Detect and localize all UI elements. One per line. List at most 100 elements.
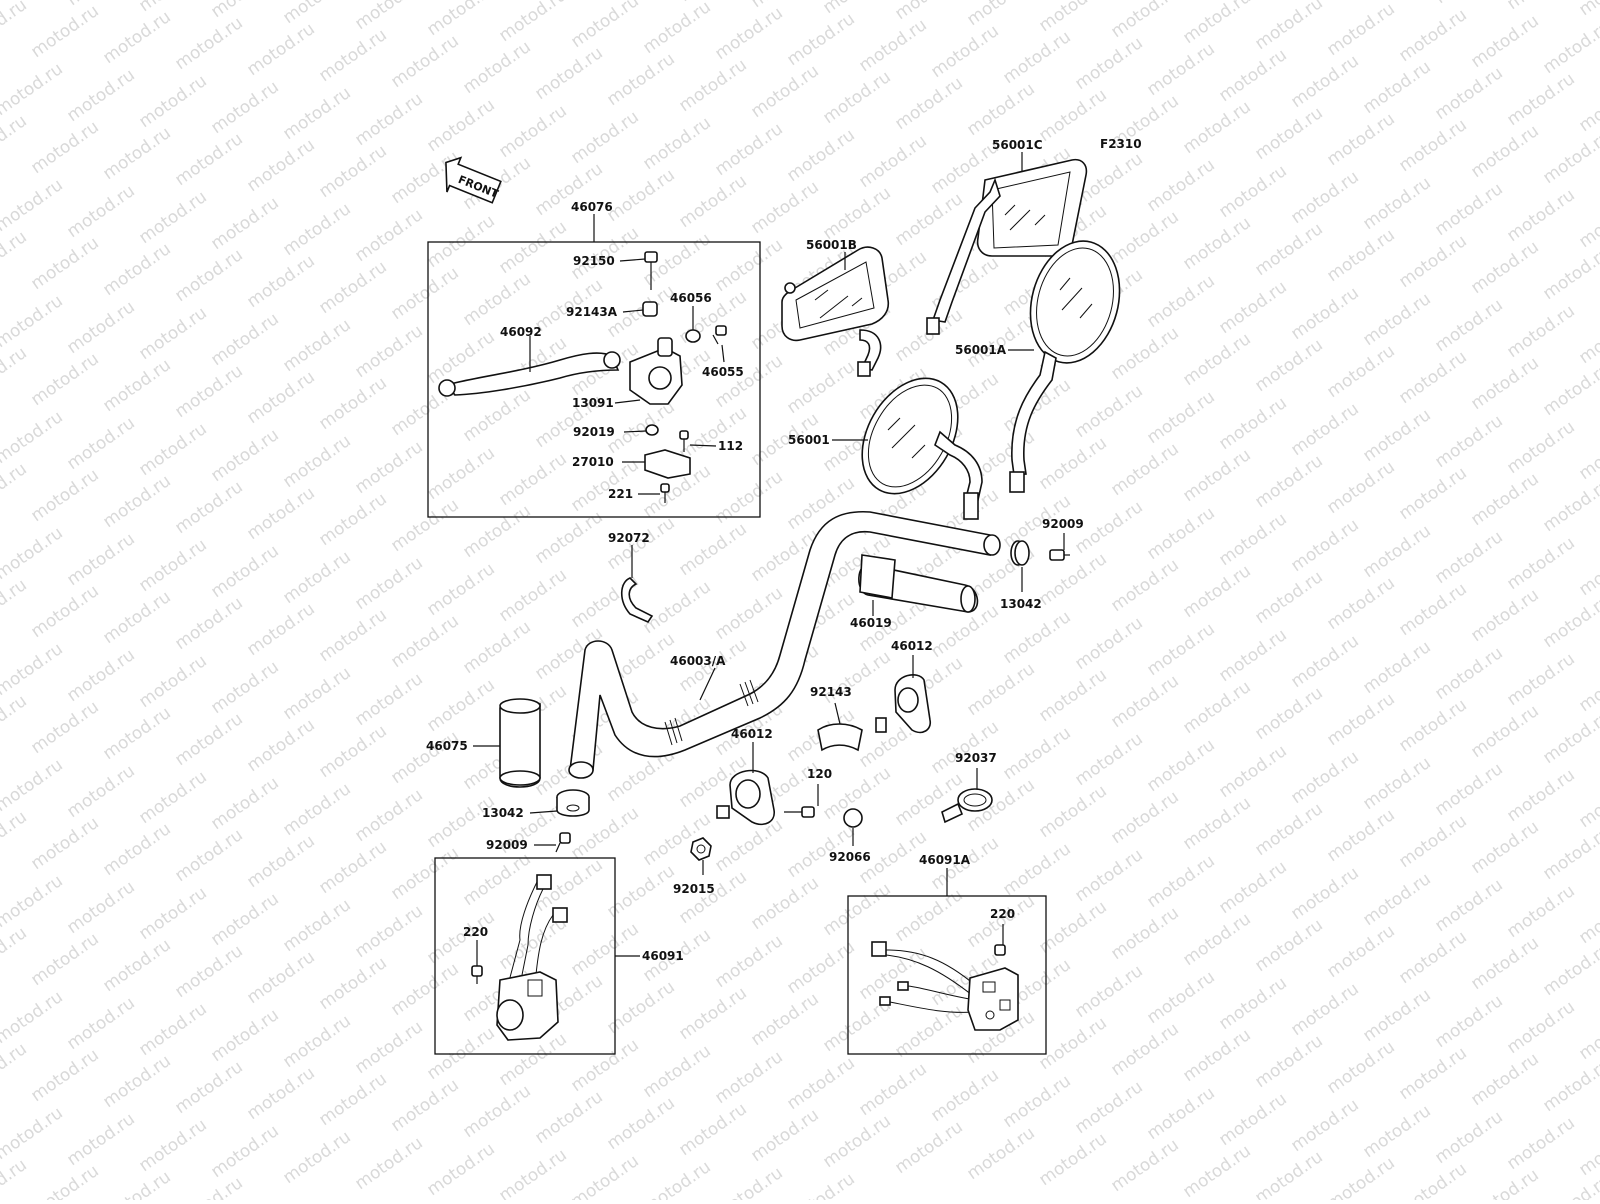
watermark-text: motod.ru [1359,637,1434,698]
watermark-text: motod.ru [243,251,318,312]
watermark-text: motod.ru [315,373,390,434]
part-label-46092[interactable]: 46092 [500,325,542,339]
watermark-text: motod.ru [351,1133,426,1194]
part-label-92019[interactable]: 92019 [573,425,615,439]
part-label-56001A[interactable]: 56001A [955,343,1007,357]
watermark-text: motod.ru [315,257,390,318]
watermark-text: motod.ru [0,923,31,984]
watermark-text: motod.ru [99,703,174,764]
watermark-text: motod.ru [1143,503,1218,564]
watermark-text: motod.ru [243,367,318,428]
watermark-text: motod.ru [1143,851,1218,912]
part-label-56001[interactable]: 56001 [788,433,830,447]
part-label-56001C[interactable]: 56001C [992,138,1043,152]
watermark-text: motod.ru [315,721,390,782]
watermark-text: motod.ru [1071,845,1146,906]
part-label-92072[interactable]: 92072 [608,531,650,545]
watermark-text: motod.ru [855,1059,930,1120]
watermark-text: motod.ru [963,79,1038,140]
screw-92009-right [1050,550,1070,560]
watermark-text: motod.ru [1179,909,1254,970]
part-label-56001B[interactable]: 56001B [806,238,857,252]
part-label-46003A[interactable]: 46003/A [670,654,726,668]
watermark-text: motod.ru [63,413,138,474]
watermark-text: motod.ru [99,819,174,880]
part-label-220-right[interactable]: 220 [990,907,1015,921]
watermark-text: motod.ru [351,901,426,962]
watermark-text: motod.ru [999,1071,1074,1132]
watermark-text: motod.ru [1539,823,1600,884]
part-label-46076[interactable]: 46076 [571,200,613,214]
part-label-46056[interactable]: 46056 [670,291,712,305]
watermark-text: motod.ru [279,1011,354,1072]
watermark-text: motod.ru [279,1127,354,1188]
part-label-221[interactable]: 221 [608,487,633,501]
watermark-text: motod.ru [1287,283,1362,344]
watermark-text: motod.ru [1467,933,1542,994]
watermark-text: motod.ru [243,831,318,892]
watermark-text: motod.ru [1035,1013,1110,1074]
watermark-text: motod.ru [1143,271,1218,332]
watermark-text: motod.ru [27,233,102,294]
part-label-220-left[interactable]: 220 [463,925,488,939]
watermark-text: motod.ru [747,989,822,1050]
part-label-46091[interactable]: 46091 [642,949,684,963]
part-label-92143[interactable]: 92143 [810,685,852,699]
part-label-120[interactable]: 120 [807,767,832,781]
watermark-text: motod.ru [243,715,318,776]
watermark-text: motod.ru [711,815,786,876]
part-label-13042-left[interactable]: 13042 [482,806,524,820]
watermark-text: motod.ru [531,1087,606,1148]
part-label-92009-right[interactable]: 92009 [1042,517,1084,531]
part-label-92015[interactable]: 92015 [673,882,715,896]
watermark-text: motod.ru [1215,45,1290,106]
part-label-46091A[interactable]: 46091A [919,853,971,867]
part-label-92066[interactable]: 92066 [829,850,871,864]
watermark-text: motod.ru [135,651,210,712]
watermark-text: motod.ru [495,217,570,278]
watermark-text: motod.ru [459,1081,534,1142]
part-label-112[interactable]: 112 [718,439,743,453]
watermark-text: motod.ru [1287,979,1362,1040]
watermark-text: motod.ru [135,1115,210,1176]
part-label-92037[interactable]: 92037 [955,751,997,765]
watermark-text: motod.ru [423,559,498,620]
watermark-text: motod.ru [135,767,210,828]
watermark-text: motod.ru [1467,1165,1542,1200]
part-label-46055[interactable]: 46055 [702,365,744,379]
watermark-text: motod.ru [171,1057,246,1118]
watermark-text: motod.ru [279,663,354,724]
part-label-46075[interactable]: 46075 [426,739,468,753]
watermark-text: motod.ru [567,919,642,980]
watermark-text: motod.ru [639,1157,714,1200]
watermark-text: motod.ru [1071,1077,1146,1138]
watermark-text: motod.ru [891,189,966,250]
part-label-27010[interactable]: 27010 [572,455,614,469]
part-label-13091[interactable]: 13091 [572,396,614,410]
watermark-text: motod.ru [207,425,282,486]
watermark-text: motod.ru [171,477,246,538]
weight-13042-left [557,790,589,816]
watermark-text: motod.ru [1575,423,1600,484]
watermark-text: motod.ru [1431,0,1506,8]
watermark-text: motod.ru [1179,97,1254,158]
watermark-text: motod.ru [1467,1049,1542,1110]
part-label-46012-right[interactable]: 46012 [891,639,933,653]
watermark-text: motod.ru [1035,1129,1110,1190]
part-label-13042-right[interactable]: 13042 [1000,597,1042,611]
part-label-46012-left[interactable]: 46012 [731,727,773,741]
part-label-92009-left[interactable]: 92009 [486,838,528,852]
watermark-text: motod.ru [1107,787,1182,848]
watermark-text: motod.ru [999,723,1074,784]
part-label-92150[interactable]: 92150 [573,254,615,268]
watermark-text: motod.ru [1107,903,1182,964]
watermark-text: motod.ru [1467,237,1542,298]
watermark-text: motod.ru [1395,1043,1470,1104]
watermark-text: motod.ru [495,1145,570,1200]
watermark-text: motod.ru [1539,707,1600,768]
watermark-text: motod.ru [1503,0,1578,14]
watermark-text: motod.ru [0,871,67,932]
part-label-92143A[interactable]: 92143A [566,305,618,319]
watermark-text: motod.ru [351,0,426,34]
part-label-46019[interactable]: 46019 [850,616,892,630]
